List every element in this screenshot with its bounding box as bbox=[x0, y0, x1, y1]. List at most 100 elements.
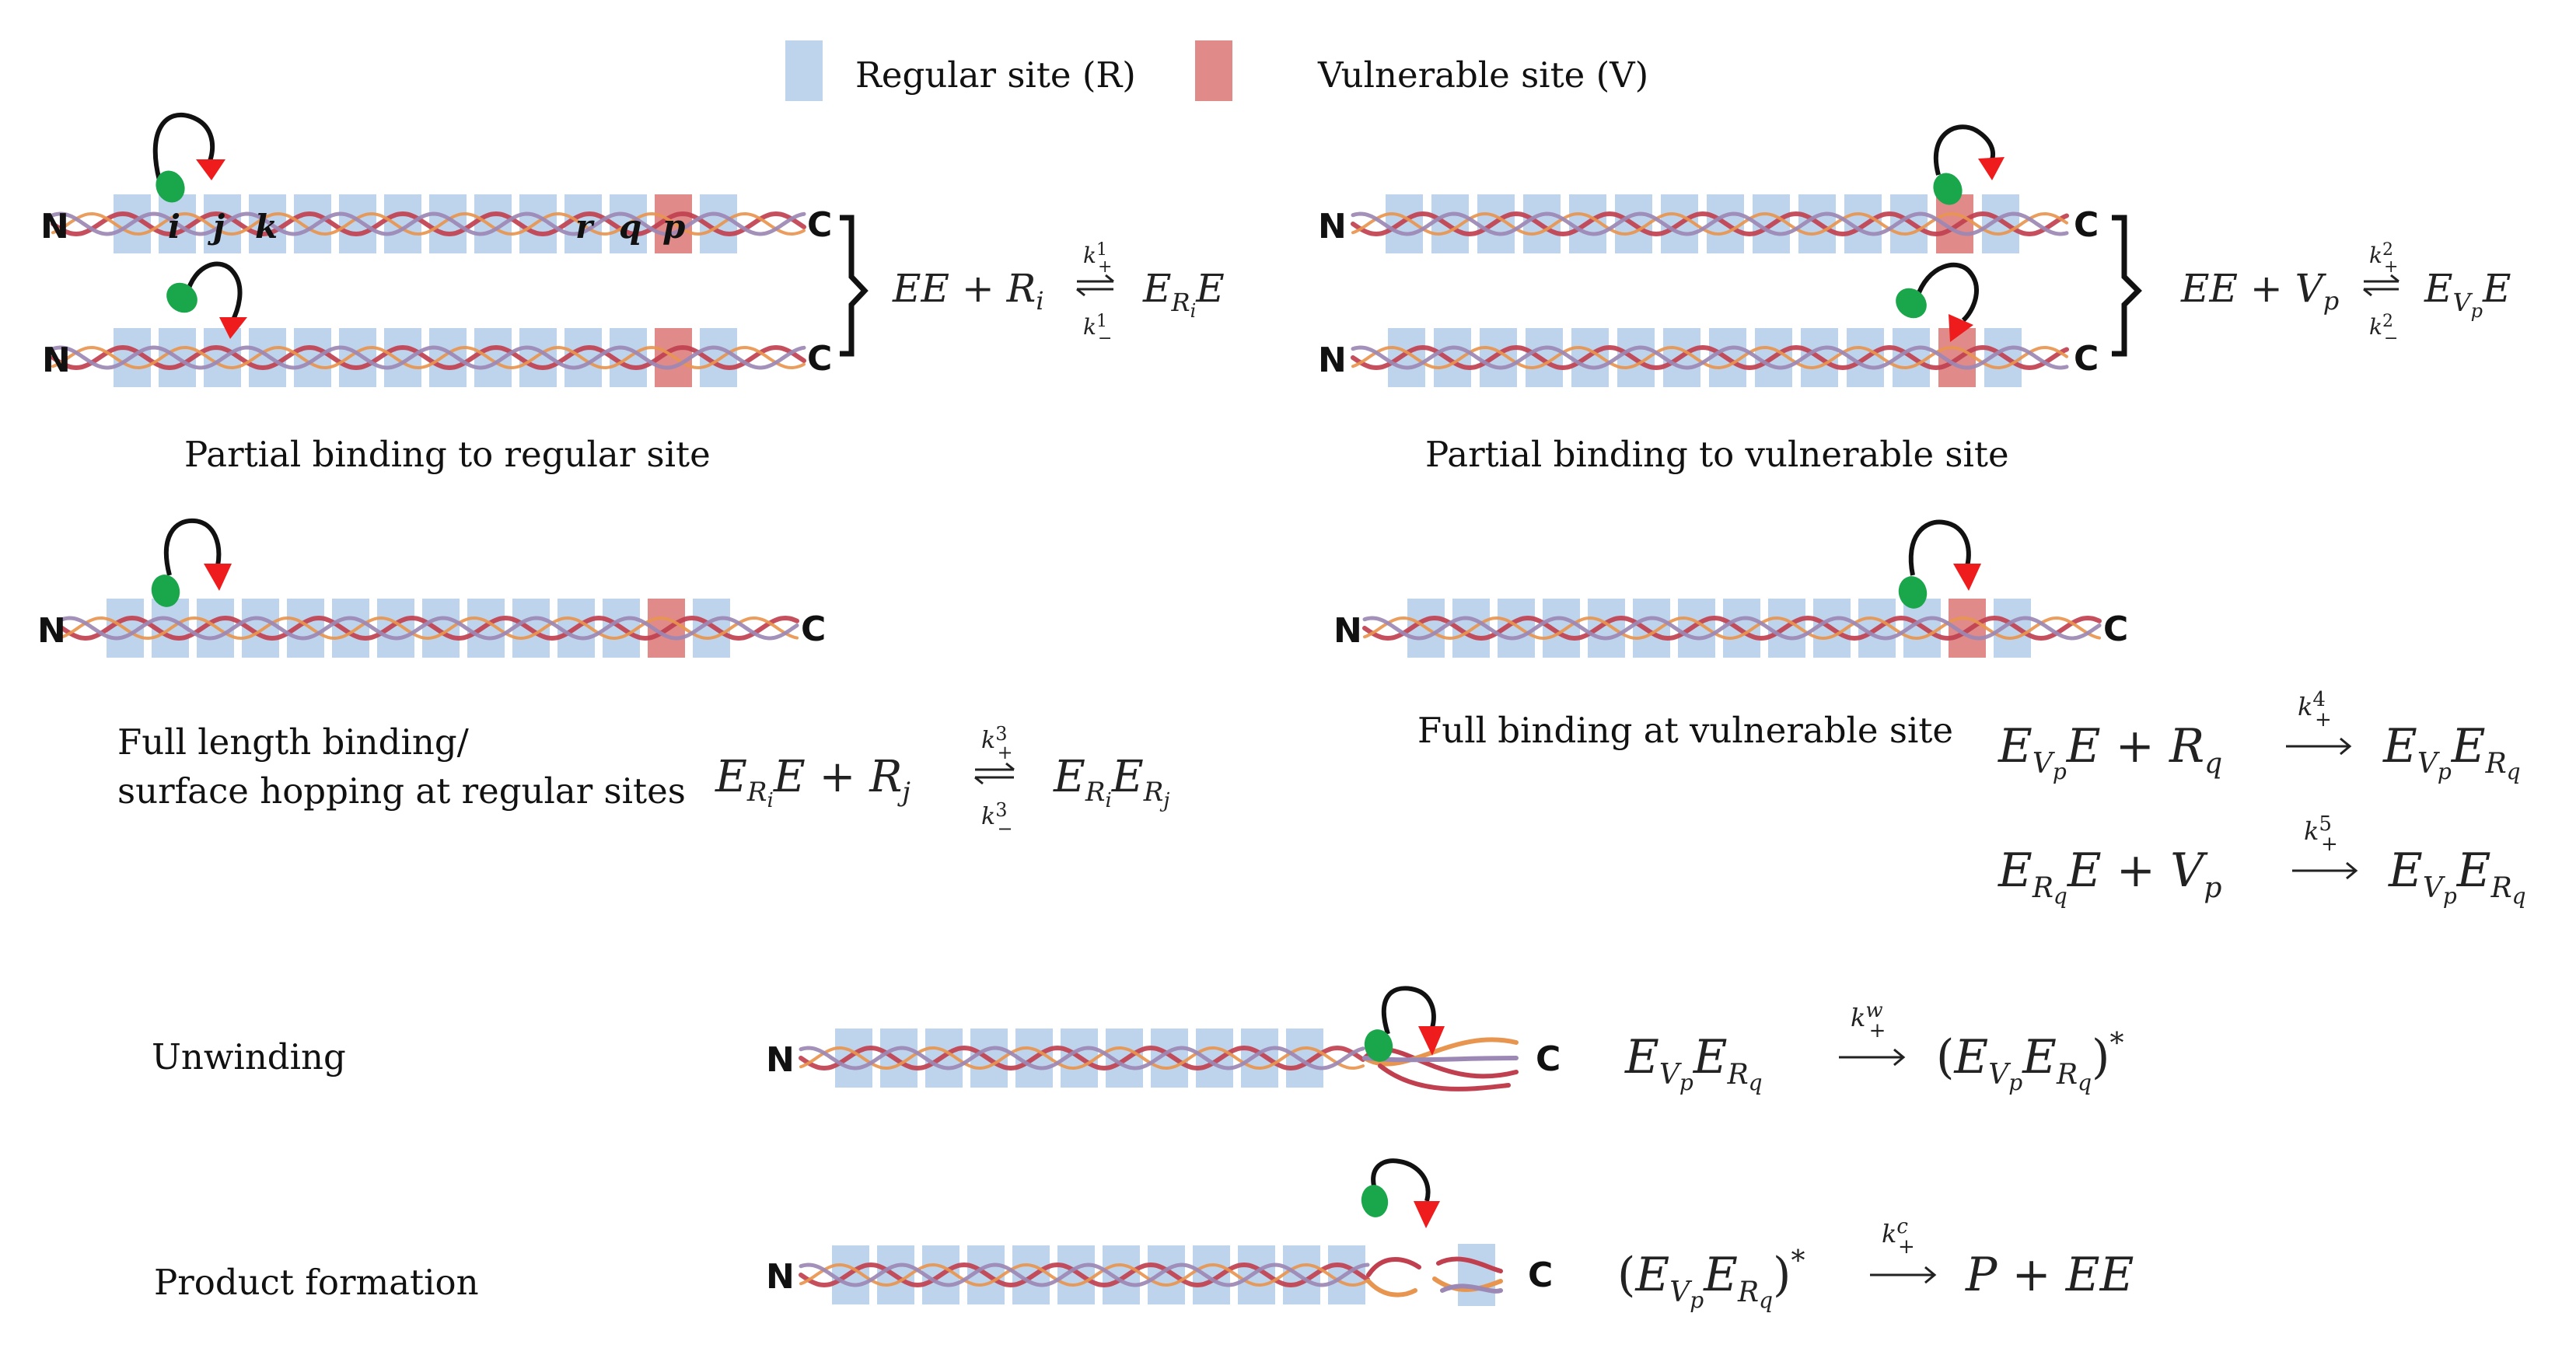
hop-arrow bbox=[152, 112, 215, 181]
regular-site bbox=[1678, 599, 1715, 658]
c-terminus: C bbox=[801, 609, 826, 649]
helix-strand bbox=[61, 616, 799, 641]
n-terminus: N bbox=[37, 611, 66, 651]
site-label-p: p bbox=[662, 208, 685, 246]
regular-site bbox=[1241, 1028, 1278, 1088]
regular-site bbox=[1480, 328, 1517, 387]
step-caption: surface hopping at regular sites bbox=[117, 770, 686, 812]
helix-strand bbox=[51, 211, 806, 237]
regular-site bbox=[1588, 599, 1625, 658]
c-terminus: C bbox=[807, 339, 832, 379]
cleaved-strand bbox=[1432, 1276, 1503, 1292]
svg-text:EVpERq: EVpERq bbox=[2388, 843, 2526, 909]
c-terminus: C bbox=[807, 205, 832, 245]
helix-strand bbox=[799, 1262, 1370, 1288]
svg-text:EE + Vp: EE + Vp bbox=[2180, 266, 2339, 316]
c-terminus: C bbox=[2074, 339, 2099, 379]
step-caption: Partial binding to vulnerable site bbox=[1425, 434, 2009, 475]
unwound-strand bbox=[1362, 1037, 1519, 1067]
red-arrow-head-icon bbox=[1949, 314, 1973, 342]
enzyme-icon bbox=[166, 282, 197, 313]
n-terminus: N bbox=[40, 207, 69, 246]
helix-strand bbox=[51, 211, 806, 236]
collagen-molecule bbox=[799, 1028, 1519, 1091]
svg-text:(EVpERq)*: (EVpERq)* bbox=[1617, 1245, 1805, 1313]
helix-strand bbox=[1362, 615, 2102, 641]
red-arrow-head-icon bbox=[204, 564, 232, 591]
step-caption: Full binding at vulnerable site bbox=[1417, 710, 1953, 751]
helix-strand bbox=[1351, 345, 2069, 370]
hop-arrow bbox=[1914, 262, 1979, 323]
red-arrow-head-icon bbox=[1978, 157, 2005, 180]
regular-site bbox=[1633, 599, 1670, 658]
red-arrow-head-icon bbox=[196, 159, 225, 180]
helix-strand bbox=[1362, 616, 2102, 641]
hop-arrow bbox=[1381, 986, 1436, 1035]
helix-strand bbox=[799, 1046, 1365, 1070]
svg-text:P + EE: P + EE bbox=[1965, 1248, 2134, 1302]
regular-site bbox=[339, 194, 376, 253]
collagen-molecule bbox=[1351, 328, 2069, 387]
legend-vulnerable-label: Vulnerable site (V) bbox=[1317, 54, 1648, 96]
regular-site bbox=[429, 194, 467, 253]
helix-strand bbox=[51, 344, 806, 371]
regular-site bbox=[1103, 1245, 1140, 1304]
svg-text:ERqE + Vp: ERqE + Vp bbox=[1998, 843, 2221, 909]
regular-site bbox=[339, 328, 376, 387]
collagen-molecule bbox=[60, 599, 799, 658]
regular-site bbox=[377, 599, 414, 658]
red-arrow-head-icon bbox=[1953, 564, 1981, 591]
terminus-labels: N C N C N C N C N C N C N C N C bbox=[37, 205, 2128, 1297]
collagen-molecule bbox=[1362, 599, 2102, 658]
svg-text:(EVpERq)*: (EVpERq)* bbox=[1936, 1028, 2123, 1095]
helix-strand bbox=[1351, 344, 2069, 371]
regular-site bbox=[384, 194, 421, 253]
hop-arrow bbox=[1371, 1158, 1431, 1202]
helix-strand bbox=[799, 1046, 1365, 1070]
helix-strand bbox=[1351, 211, 2068, 236]
svg-text:k5+: k5+ bbox=[2304, 812, 2338, 856]
site-label-r: r bbox=[575, 208, 595, 246]
helix-strand bbox=[51, 211, 806, 236]
reaction-equation: ERqE + Vp k5+ EVpERq bbox=[1998, 812, 2526, 909]
c-terminus: C bbox=[1528, 1255, 1553, 1295]
regular-site bbox=[1196, 1028, 1233, 1088]
enzyme-icon bbox=[1898, 576, 1928, 609]
collagen-molecule bbox=[1351, 194, 2069, 253]
svg-text:ERiE: ERiE bbox=[1142, 266, 1225, 322]
svg-text:k3+: k3+ bbox=[981, 723, 1013, 763]
helix-strand bbox=[1351, 211, 2069, 236]
regular-site bbox=[1148, 1245, 1185, 1304]
hop-arrow bbox=[164, 518, 222, 576]
unwound-strand bbox=[1378, 1063, 1511, 1091]
svg-text:EVpERq: EVpERq bbox=[2382, 719, 2521, 784]
hop-arrow bbox=[1908, 519, 1971, 576]
enzyme-icon bbox=[1361, 1185, 1389, 1217]
reaction-equation: EE + Vp k2+ k2− EVpE bbox=[2180, 240, 2511, 348]
svg-text:kc+: kc+ bbox=[1882, 1215, 1915, 1259]
step-caption: Unwinding bbox=[152, 1036, 346, 1077]
regular-site bbox=[429, 328, 467, 387]
n-terminus: N bbox=[42, 341, 71, 380]
legend-vulnerable-swatch bbox=[1195, 40, 1232, 101]
svg-text:EE + Ri: EE + Ri bbox=[892, 266, 1044, 316]
enzymes bbox=[151, 112, 2005, 1228]
reaction-equation: (EVpERq)* kc+ P + EE bbox=[1617, 1215, 2134, 1313]
svg-text:k1+: k1+ bbox=[1083, 240, 1112, 277]
pair-bracket bbox=[840, 215, 869, 357]
c-terminus: C bbox=[2074, 205, 2099, 245]
svg-text:EVpE: EVpE bbox=[2424, 266, 2511, 322]
svg-text:EVpERq: EVpERq bbox=[1624, 1030, 1763, 1095]
reaction-equation: EVpERq kw+ (EVpERq)* bbox=[1624, 999, 2123, 1095]
helix-strand bbox=[1351, 211, 2069, 237]
helix-strand bbox=[1363, 616, 2101, 641]
collagen-molecule bbox=[51, 328, 806, 387]
enzyme-icon bbox=[1933, 173, 1963, 205]
collagen-molecule bbox=[51, 194, 806, 253]
n-terminus: N bbox=[1333, 611, 1362, 651]
helix-strand bbox=[1351, 345, 2068, 370]
reaction-equation: EE + Ri k1+ k1− ERiE bbox=[892, 240, 1225, 348]
n-terminus: N bbox=[1318, 341, 1347, 380]
